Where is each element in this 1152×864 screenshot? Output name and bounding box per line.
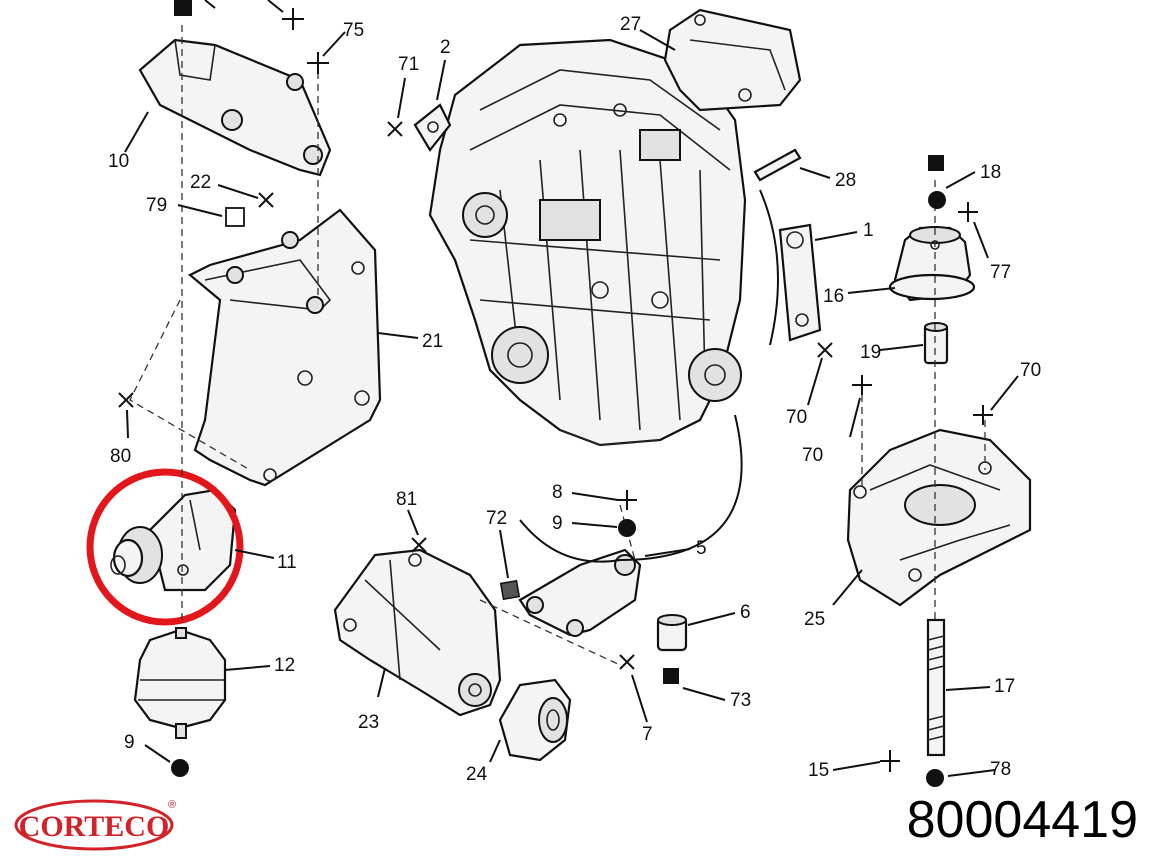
callout-23: 23 <box>358 712 379 733</box>
callout-25: 25 <box>804 609 825 630</box>
stud-17 <box>926 618 946 757</box>
callout-6: 6 <box>740 602 751 623</box>
highlight-ring <box>86 468 244 626</box>
callout-73: 73 <box>730 690 751 711</box>
callout-21: 21 <box>422 331 443 352</box>
leader-lines <box>124 0 1019 777</box>
bracket-23 <box>333 548 502 717</box>
callout-27: 27 <box>620 14 641 35</box>
part-number: 80004419 <box>906 791 1138 849</box>
link-5 <box>518 548 642 637</box>
callout-2: 2 <box>440 37 451 58</box>
callout-80: 80 <box>110 446 131 467</box>
callout-15: 15 <box>808 760 829 781</box>
plate-2 <box>413 103 452 152</box>
pin-28 <box>753 148 802 182</box>
bushing-24 <box>498 678 572 762</box>
assembly-lines <box>129 25 986 666</box>
callout-24: 24 <box>466 764 488 785</box>
plate-1 <box>778 223 822 342</box>
sleeve-6 <box>656 614 688 652</box>
callout-75: 75 <box>343 20 364 41</box>
bracket-21 <box>188 208 382 487</box>
callout-71: 71 <box>398 54 419 75</box>
callout-11: 11 <box>277 552 297 573</box>
callout-81: 81 <box>396 489 417 510</box>
spacer-19 <box>923 322 949 365</box>
mount-11 <box>110 488 237 592</box>
corteco-logo: CORTECO ® <box>12 796 182 861</box>
callout-12: 12 <box>274 655 295 676</box>
callout-28: 28 <box>835 170 856 191</box>
callout-79: 79 <box>146 195 167 216</box>
brand-name: CORTECO <box>19 810 170 843</box>
callout-77: 77 <box>990 262 1011 283</box>
callout-18: 18 <box>980 162 1001 183</box>
callout-22: 22 <box>190 172 211 193</box>
callout-70-lower: 70 <box>786 407 807 428</box>
callout-16: 16 <box>823 286 844 307</box>
engine-block <box>428 38 747 447</box>
callout-8: 8 <box>552 482 563 503</box>
callout-72: 72 <box>486 508 507 529</box>
callout-17: 17 <box>994 676 1015 697</box>
callout-1: 1 <box>863 220 874 241</box>
callout-5: 5 <box>696 538 707 559</box>
bracket-10 <box>138 38 332 177</box>
callout-78: 78 <box>990 759 1011 780</box>
registered-mark: ® <box>168 799 176 811</box>
mount-16 <box>888 226 976 302</box>
pad-72 <box>499 579 521 601</box>
callout-70-mid: 70 <box>802 445 823 466</box>
callout-labels: 75 2 27 71 10 22 79 28 18 1 77 16 21 19 … <box>108 14 1041 785</box>
bracket-25 <box>846 428 1032 607</box>
callout-10: 10 <box>108 151 129 172</box>
callout-9-bottom: 9 <box>124 732 135 753</box>
callout-19: 19 <box>860 342 881 363</box>
connector-arc-lower <box>519 414 743 563</box>
callout-9-mid: 9 <box>552 513 563 534</box>
callout-7: 7 <box>642 724 653 745</box>
fasteners <box>118 0 993 787</box>
callout-70-right: 70 <box>1020 360 1041 381</box>
bracket-27 <box>663 8 802 112</box>
mount-12 <box>133 627 227 739</box>
connector-arc <box>759 189 779 346</box>
